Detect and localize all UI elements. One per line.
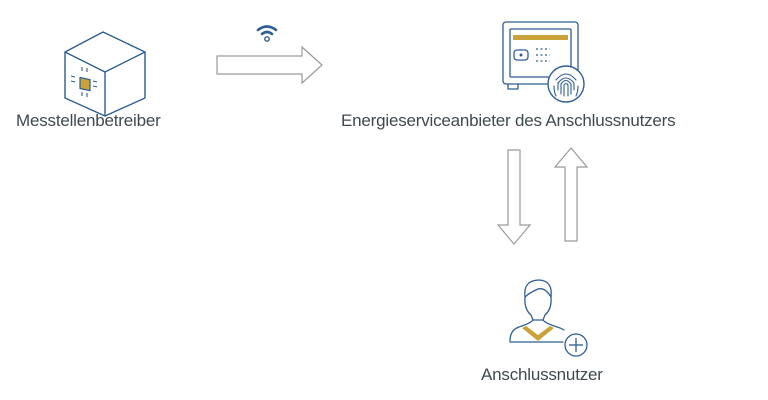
- cube-chip-icon: [64, 31, 146, 117]
- arrow-right: [216, 45, 323, 85]
- node-label-messstellenbetreiber: Messtellenbetreiber: [16, 111, 161, 130]
- fingerprint-icon: [553, 73, 579, 97]
- arrow-down: [496, 149, 532, 245]
- user-add-icon: [509, 279, 588, 357]
- plus-icon: [569, 338, 583, 352]
- safe-fingerprint-icon: [502, 21, 585, 103]
- node-label-anschlussnutzer: Anschlussnutzer: [481, 365, 603, 384]
- wifi-icon: [256, 25, 278, 42]
- arrow-up: [553, 147, 589, 242]
- node-label-energieserviceanbieter: Energieserviceanbieter des Anschlussnutz…: [341, 111, 676, 130]
